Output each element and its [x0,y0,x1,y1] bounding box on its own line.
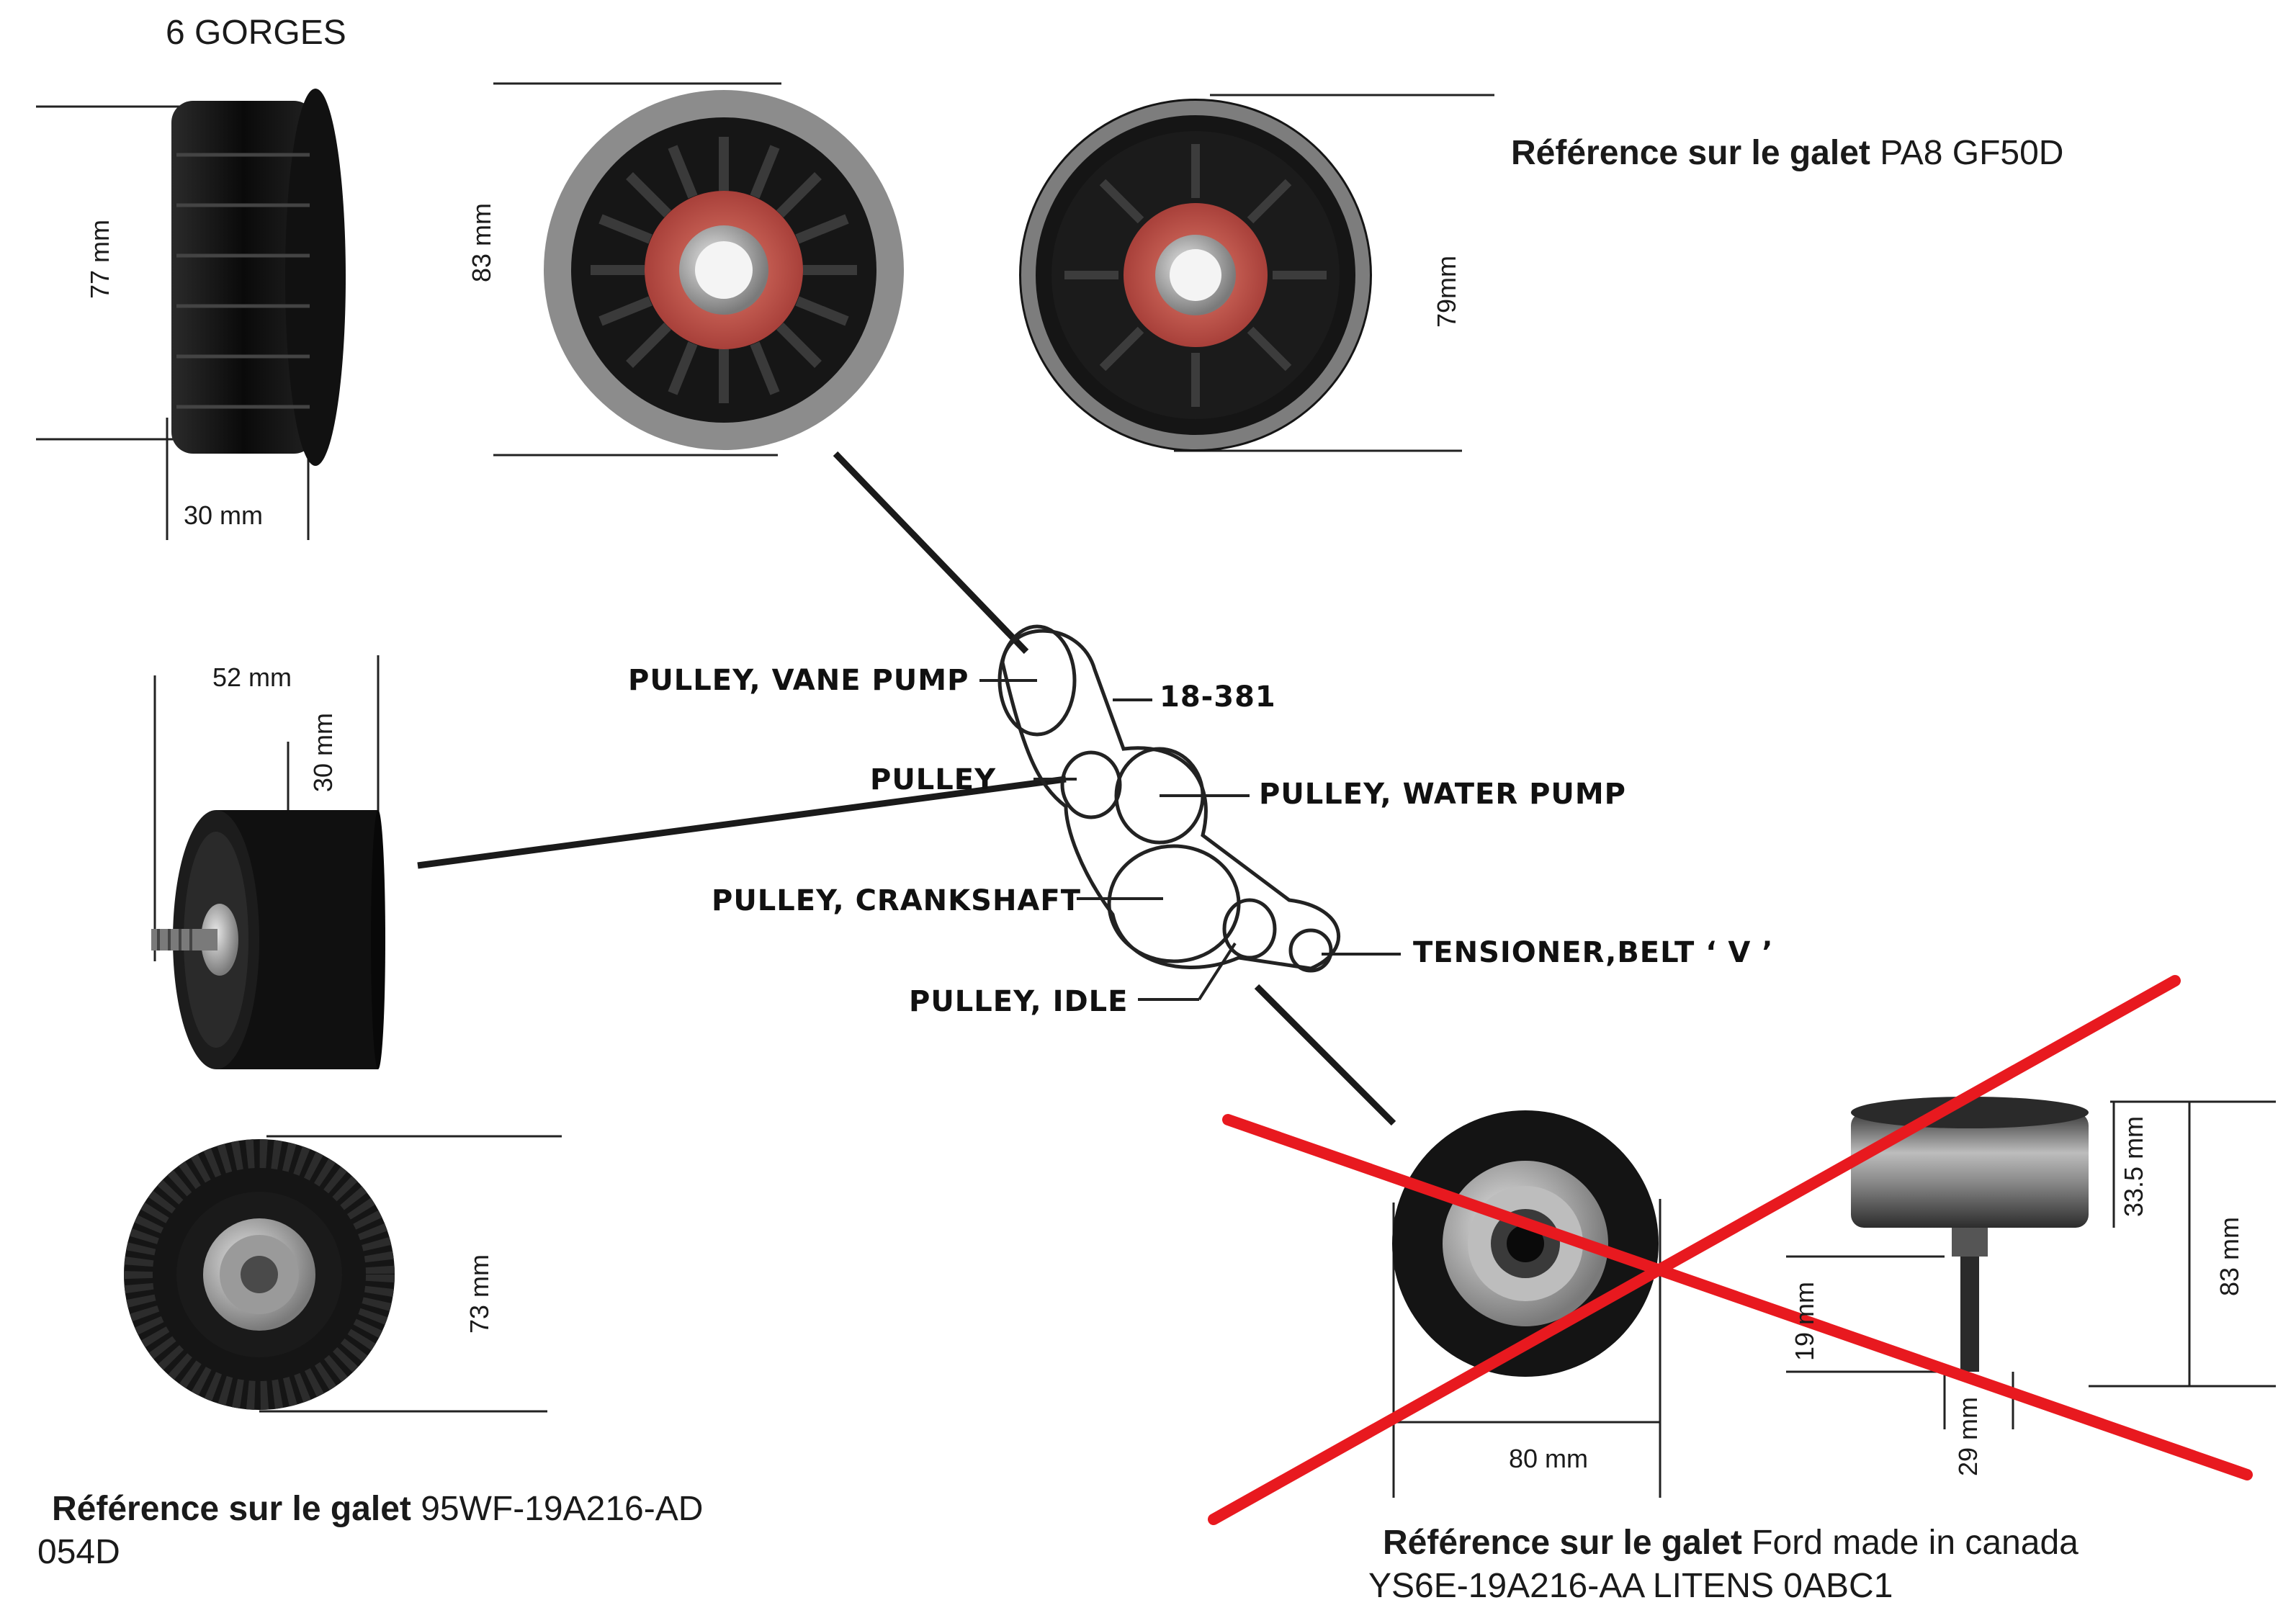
pulley-b-front-view [1019,94,1494,452]
label-pulley: PULLEY [870,763,997,796]
dim-83mm-right: 83 mm [2215,1216,2244,1296]
dim-79mm: 79mm [1432,255,1461,328]
label-idle: PULLEY, IDLE [909,985,1129,1018]
pulley-a-front-view [493,82,904,457]
red-cross-mark [1208,975,2253,1525]
dim-30mm-top: 30 mm [184,500,264,530]
dim-33-5mm: 33.5 mm [2119,1115,2148,1217]
ref-bottom-right-value: Ford made in canada [1752,1524,2078,1562]
ref-bottom-left-label: Référence sur le galet [52,1490,411,1528]
connector-lines [417,451,1396,1126]
ref-bottom-right-line2: YS6E-19A216-AA LITENS 0ABC1 [1368,1567,1893,1605]
label-tensioner: TENSIONER,BELT ‘ V ’ [1413,936,1774,969]
stud-pulley-side-view [151,655,385,1069]
ref-bottom-left-value: 95WF-19A216-AD [421,1490,704,1528]
ref-bottom-right: Référence sur le galet Ford made in cana… [1383,1523,2078,1563]
label-crankshaft: PULLEY, CRANKSHAFT [712,884,1081,917]
grooved-pulley-side-view [36,89,346,540]
dim-29mm: 29 mm [1953,1396,1983,1476]
dim-52mm: 52 mm [212,662,292,692]
ref-top: Référence sur le galet PA8 GF50D [1511,133,2063,173]
ref-top-label: Référence sur le galet [1511,134,1870,172]
dim-30mm-mid: 30 mm [308,712,338,792]
pulley-c-front-view [124,1135,562,1413]
dim-80mm: 80 mm [1509,1444,1589,1473]
belt-routing-diagram [979,624,1401,1001]
label-water-pump: PULLEY, WATER PUMP [1259,778,1626,811]
label-belt-code: 18-381 [1160,680,1276,714]
grooves-label: 6 GORGES [166,14,346,52]
dim-73mm: 73 mm [465,1254,494,1334]
dim-19mm: 19 mm [1790,1281,1819,1361]
dim-83mm-top: 83 mm [467,202,496,282]
ref-top-value: PA8 GF50D [1880,134,2064,172]
ref-bottom-left-line2: 054D [37,1533,120,1571]
dim-77mm: 77 mm [85,219,115,299]
label-vane-pump: PULLEY, VANE PUMP [628,664,969,697]
ref-bottom-left: Référence sur le galet 95WF-19A216-AD [52,1489,703,1529]
ref-bottom-right-label: Référence sur le galet [1383,1524,1742,1562]
